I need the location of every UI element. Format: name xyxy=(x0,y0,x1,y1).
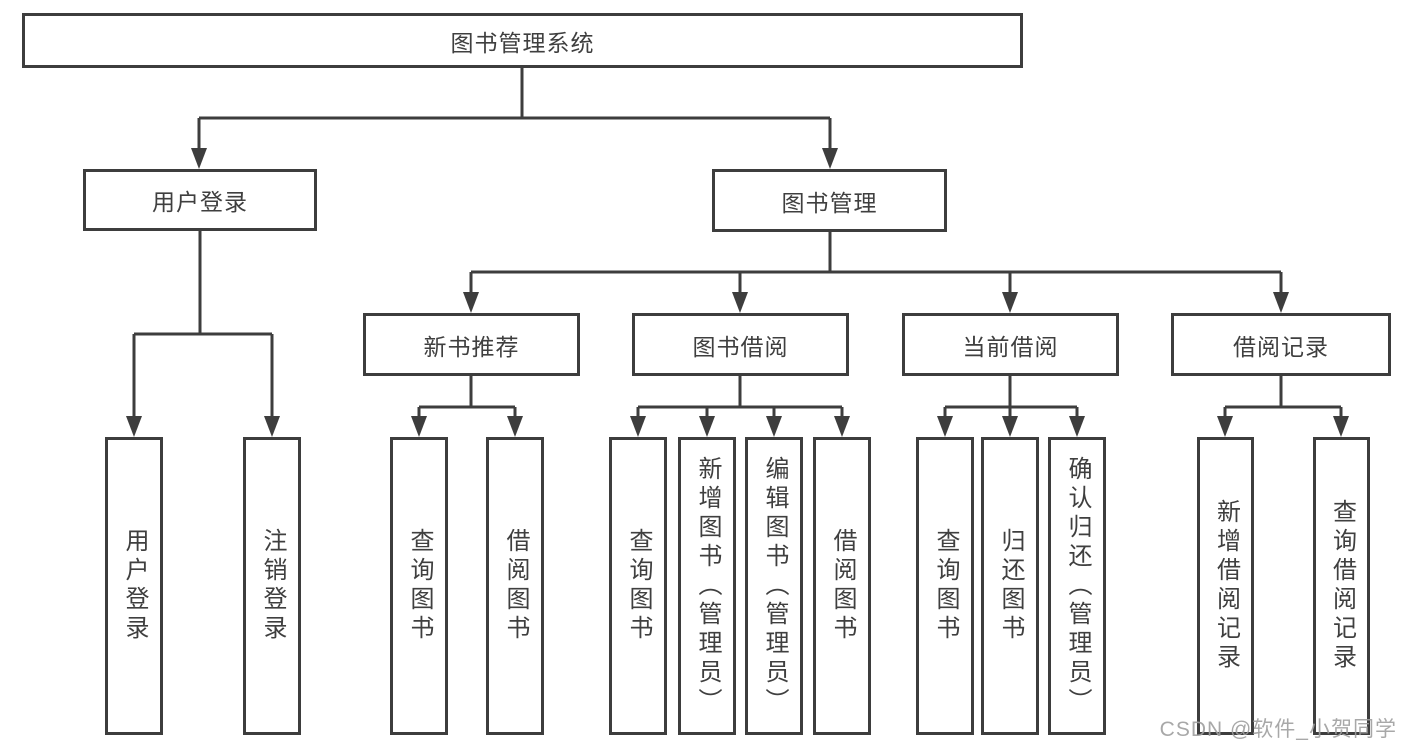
leaf-return-books: 归还图书 xyxy=(981,437,1039,735)
node-borrow-records: 借阅记录 xyxy=(1171,313,1391,376)
leaf-logout: 注销登录 xyxy=(243,437,301,735)
leaf-query-books-borrow: 查询图书 xyxy=(609,437,667,735)
node-book-borrow: 图书借阅 xyxy=(632,313,849,376)
node-new-book-recommend: 新书推荐 xyxy=(363,313,580,376)
leaf-edit-books-admin: 编辑图书（管理员） xyxy=(745,437,803,735)
node-user-login: 用户登录 xyxy=(83,169,317,231)
leaf-borrow-books-recommend: 借阅图书 xyxy=(486,437,544,735)
leaf-user-login: 用户登录 xyxy=(105,437,163,735)
leaf-query-books-current: 查询图书 xyxy=(916,437,974,735)
leaf-query-borrow-record: 查询借阅记录 xyxy=(1313,437,1370,735)
csdn-watermark: CSDN @软件_小贺同学 xyxy=(1159,718,1397,741)
leaf-borrow-books: 借阅图书 xyxy=(813,437,871,735)
leaf-add-borrow-record: 新增借阅记录 xyxy=(1197,437,1254,735)
node-book-management: 图书管理 xyxy=(712,169,947,232)
leaf-query-books-recommend: 查询图书 xyxy=(390,437,448,735)
node-current-borrow: 当前借阅 xyxy=(902,313,1119,376)
leaf-add-books-admin: 新增图书（管理员） xyxy=(678,437,736,735)
leaf-confirm-return-admin: 确认归还（管理员） xyxy=(1048,437,1106,735)
node-root: 图书管理系统 xyxy=(22,13,1023,68)
